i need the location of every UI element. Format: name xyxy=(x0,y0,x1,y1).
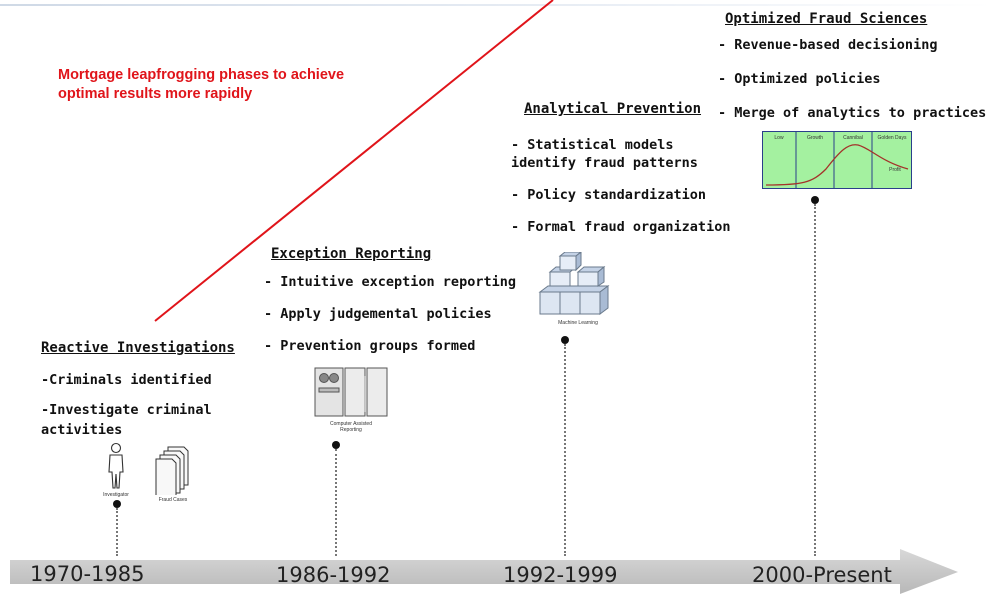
timeline-connector xyxy=(335,449,337,556)
chart-label-golden-days: Golden Days xyxy=(877,135,907,141)
phase-bullets-optimized: - Revenue-based decisioning - Optimized … xyxy=(718,36,986,122)
year-label-2000-present: 2000-Present xyxy=(752,563,892,587)
bullet-item: - Apply judgemental policies xyxy=(264,306,492,322)
bullet-item: -Criminals identified xyxy=(41,372,212,388)
year-label-1970-1985: 1970-1985 xyxy=(30,562,145,586)
timeline-marker-dot xyxy=(113,500,121,508)
caption-machine-learning: Machine Learning xyxy=(558,320,598,326)
phase-title-analytical-prevention: Analytical Prevention xyxy=(524,101,702,117)
bullet-item: - Statistical models identify fraud patt… xyxy=(511,137,698,171)
lifecycle-chart-icon: Low Growth Cannibal Golden Days Profit xyxy=(762,131,912,189)
phase-bullets-exception: - Intuitive exception reporting - Apply … xyxy=(264,273,516,355)
investigator-icon xyxy=(108,442,124,489)
top-rule xyxy=(0,4,993,6)
year-label-1986-1992: 1986-1992 xyxy=(276,563,391,587)
timeline-marker-dot xyxy=(811,196,819,204)
bullet-item: - Optimized policies xyxy=(718,71,881,87)
chart-label-growth: Growth xyxy=(806,135,824,141)
computer-icon xyxy=(314,367,388,417)
chart-label-cannibal: Cannibal xyxy=(843,135,863,141)
year-label-1992-1999: 1992-1999 xyxy=(503,563,618,587)
timeline-arrow-shape xyxy=(10,549,958,594)
caption-computer-assisted-reporting: Computer Assisted Reporting xyxy=(330,421,372,433)
bullet-item: - Intuitive exception reporting xyxy=(264,274,516,290)
bullet-item: - Formal fraud organization xyxy=(511,219,731,235)
phase-title-exception-reporting: Exception Reporting xyxy=(271,246,432,262)
bullet-item: - Prevention groups formed xyxy=(264,338,476,354)
timeline-connector xyxy=(814,204,816,556)
chart-label-profit: Profit xyxy=(889,167,901,173)
caption-fraud-cases: Fraud Cases xyxy=(158,497,188,503)
timeline-marker-dot xyxy=(332,441,340,449)
timeline-marker-dot xyxy=(561,336,569,344)
callout-text: Mortgage leapfrogging phases to achieve … xyxy=(58,67,345,102)
phase-bullets-reactive: -Criminals identified -Investigate crimi… xyxy=(41,370,212,440)
blocks-icon xyxy=(538,252,610,315)
fraud-cases-icon xyxy=(155,446,189,495)
timeline-arrow xyxy=(10,549,958,594)
timeline-connector xyxy=(116,508,118,556)
bullet-item: -Investigate criminal activities xyxy=(41,402,212,438)
bullet-item: - Revenue-based decisioning xyxy=(718,37,938,53)
phase-title-optimized-fraud-sciences: Optimized Fraud Sciences xyxy=(725,11,928,27)
phase-bullets-analytical: - Statistical models identify fraud patt… xyxy=(511,136,730,236)
trend-line-path xyxy=(154,0,554,322)
caption-investigator: Investigator xyxy=(103,492,129,498)
bullet-item: - Merge of analytics to practices xyxy=(718,105,987,121)
phase-title-reactive-investigations: Reactive Investigations xyxy=(41,340,235,356)
bullet-item: - Policy standardization xyxy=(511,187,707,203)
timeline-connector xyxy=(564,344,566,556)
chart-label-low: Low xyxy=(774,135,784,141)
